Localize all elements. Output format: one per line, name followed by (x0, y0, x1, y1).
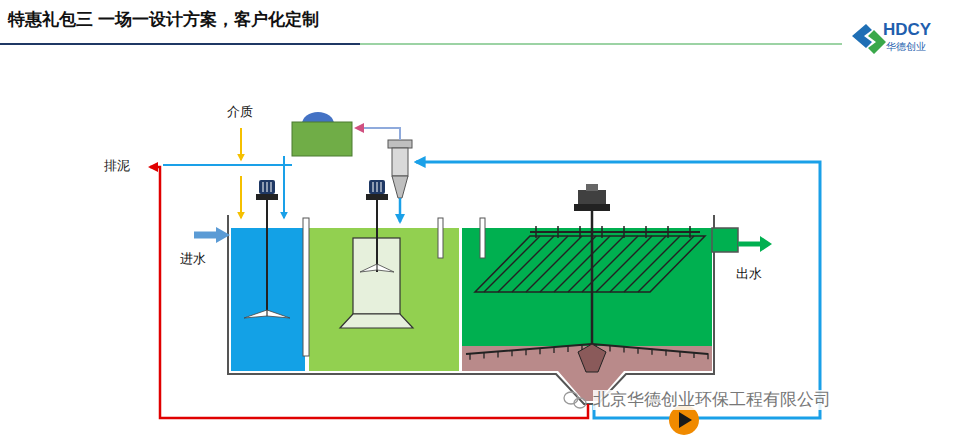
watermark: 北京华德创业环保工程有限公司 (593, 390, 831, 410)
inlet-label: 进水 (180, 251, 206, 267)
logo-text: HDCY (883, 20, 931, 40)
logo-subtitle: 华德创业 (886, 41, 926, 53)
sludge-label: 排泥 (104, 158, 130, 174)
page-title: 特惠礼包三 一场一设计方案，客户化定制 (8, 10, 319, 30)
outlet-label: 出水 (736, 266, 762, 282)
media-label: 介质 (227, 104, 253, 120)
